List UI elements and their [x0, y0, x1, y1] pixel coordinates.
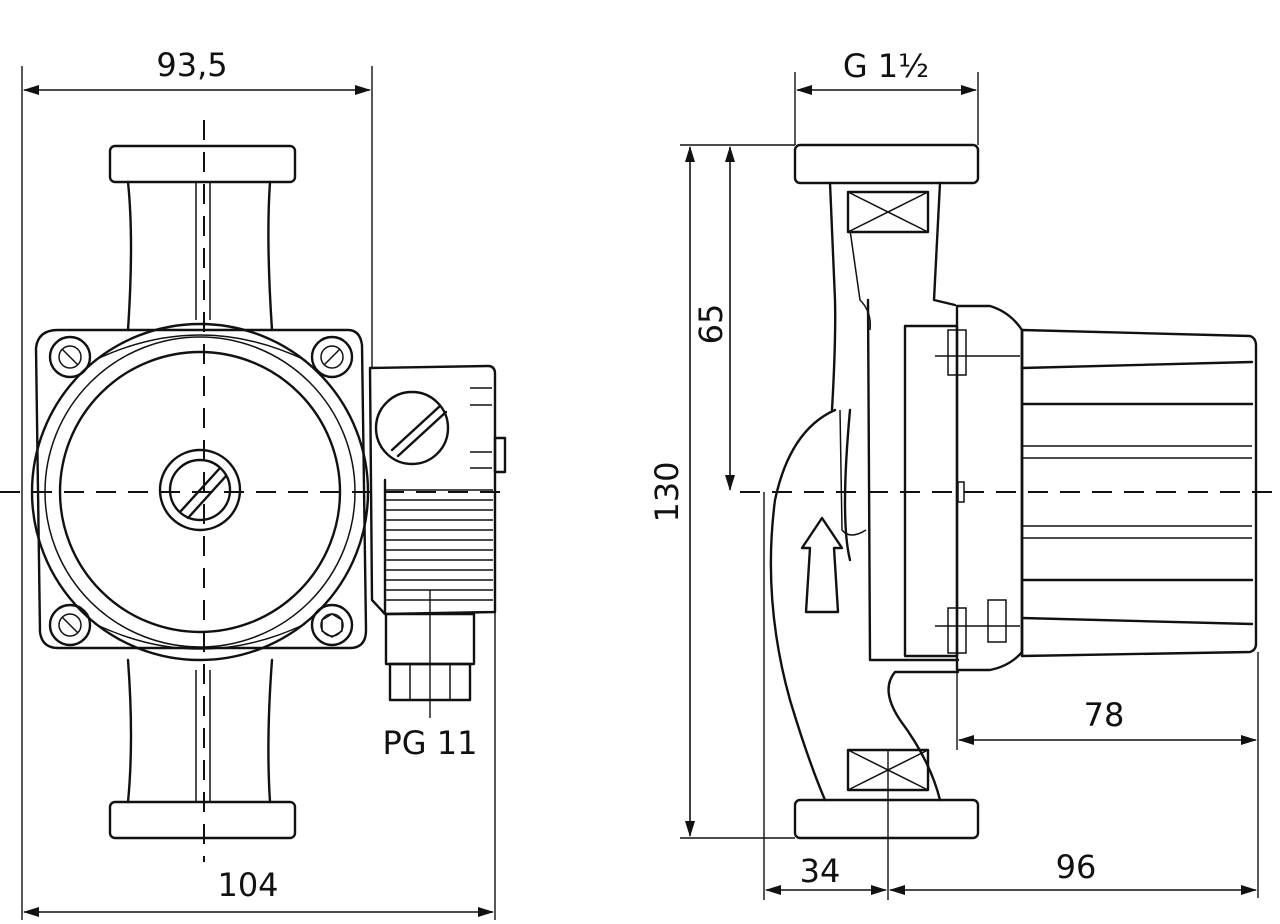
dim-thread: G 1½	[843, 47, 929, 85]
side-top-flange	[793, 143, 980, 185]
top-wrench-flat-icon	[846, 190, 930, 234]
bolt-bottom-right	[310, 603, 354, 647]
speed-selector-icon	[374, 390, 450, 466]
pump-housing	[34, 328, 368, 650]
bolt-top-left	[48, 335, 92, 379]
motor-can	[1020, 328, 1258, 658]
front-dimension-lines	[21, 66, 496, 920]
bottom-pipe-neck	[126, 658, 274, 804]
bolt-bottom-left	[48, 603, 92, 647]
dim-body-length: 96	[1056, 848, 1097, 886]
vent-plug-icon	[158, 448, 242, 532]
volute-curve	[769, 408, 837, 802]
top-pipe-neck	[126, 180, 274, 332]
side-dimension-lines	[680, 72, 1259, 900]
top-flange	[108, 144, 297, 184]
dim-height-total: 130	[648, 461, 686, 522]
terminal-box	[368, 364, 507, 616]
bolt-top-right	[310, 335, 354, 379]
dim-front-width-bottom: 104	[217, 866, 278, 904]
dim-motor-length: 78	[1084, 696, 1125, 734]
dim-height-half: 65	[692, 304, 730, 345]
side-view	[740, 143, 1280, 840]
bottom-flange	[108, 800, 297, 840]
dim-front-width-top: 93,5	[156, 46, 227, 84]
dim-inlet-offset: 34	[800, 852, 841, 890]
cable-gland	[384, 590, 476, 718]
dim-cable-gland: PG 11	[383, 724, 478, 762]
flow-direction-arrow-icon	[800, 516, 844, 614]
front-view	[0, 120, 512, 862]
side-bottom-flange	[793, 798, 980, 840]
